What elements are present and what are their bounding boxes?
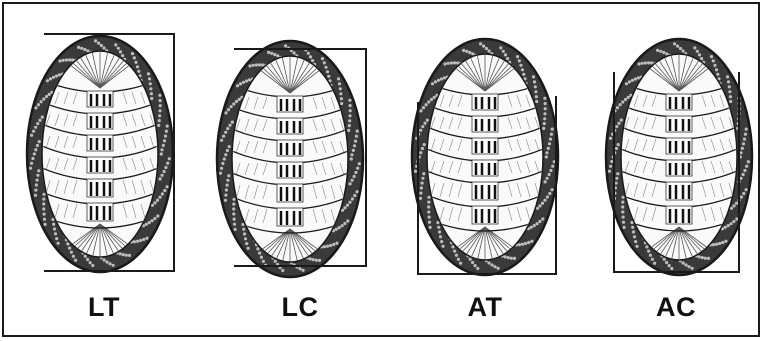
label-lc: LC (240, 292, 360, 323)
figure-frame: LT LC AT AC (2, 2, 760, 337)
label-lt: LT (44, 292, 164, 323)
chiton-illustration (412, 39, 558, 275)
chiton-at (389, 4, 579, 339)
chiton-lt (4, 4, 194, 339)
panel-lc: LC (194, 4, 384, 339)
panel-ac: AC (584, 4, 764, 339)
label-ac: AC (616, 292, 736, 323)
label-at: AT (425, 292, 545, 323)
panel-lt: LT (4, 4, 194, 339)
chiton-lc (194, 4, 384, 339)
chiton-illustration (217, 41, 363, 277)
chiton-ac (584, 4, 764, 339)
panel-at: AT (389, 4, 579, 339)
chiton-illustration (606, 39, 752, 275)
chiton-illustration (27, 36, 173, 272)
